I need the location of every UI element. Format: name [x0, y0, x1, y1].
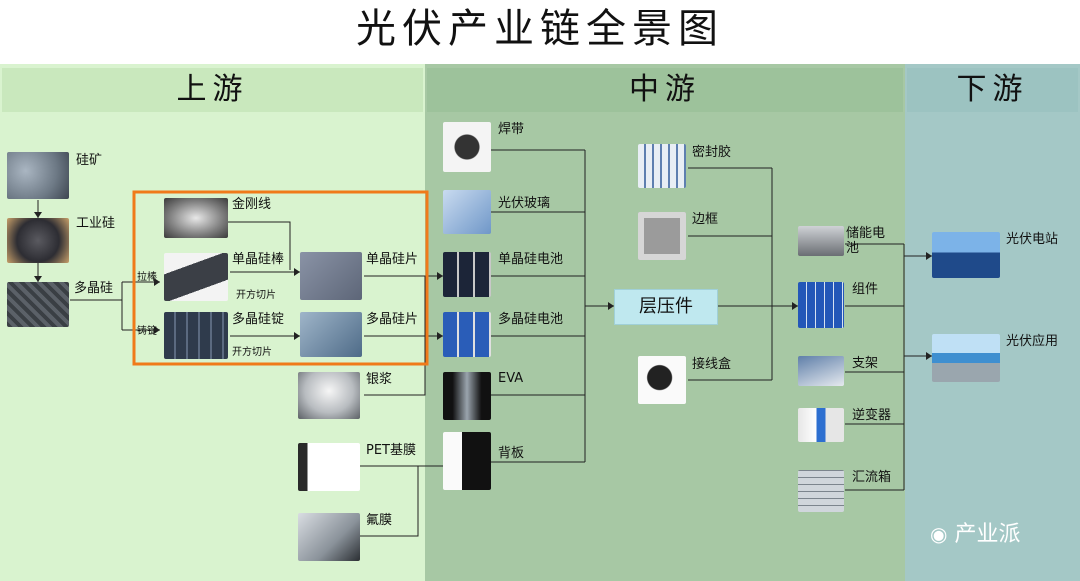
sealant-label: 密封胶 — [692, 145, 732, 160]
combiner-box-image — [798, 470, 844, 512]
upstream-header: 上游 — [2, 68, 423, 112]
ribbon-label: 焊带 — [498, 122, 525, 137]
pet-film-label: PET基膜 — [366, 443, 416, 458]
eva-image — [443, 372, 491, 420]
mono-wafer-image — [300, 252, 362, 300]
poly-wafer-label: 多晶硅片 — [366, 312, 419, 327]
midstream-header: 中游 — [427, 68, 903, 112]
backsheet-image — [443, 432, 491, 490]
combiner-box-label: 汇流箱 — [852, 470, 892, 485]
inverter-image — [798, 408, 844, 442]
downstream-zone — [905, 64, 1080, 581]
module-image — [798, 282, 844, 328]
junction-box-image — [638, 356, 686, 404]
diamond-wire-label: 金刚线 — [232, 197, 272, 212]
pull-rod-label: 拉棒 — [137, 272, 157, 283]
silicon-ore-label: 硅矿 — [76, 153, 103, 168]
pv-application-label: 光伏应用 — [1006, 334, 1059, 349]
frame-image — [638, 212, 686, 260]
junction-box-label: 接线盒 — [692, 357, 732, 372]
polysilicon-image — [7, 282, 69, 327]
silver-paste-label: 银浆 — [366, 372, 393, 387]
eva-label: EVA — [498, 371, 524, 386]
backsheet-label: 背板 — [498, 446, 525, 461]
highlight-box — [132, 190, 429, 366]
pv-station-label: 光伏电站 — [1006, 232, 1059, 247]
sealant-image — [638, 144, 686, 188]
industrial-silicon-image — [7, 218, 69, 263]
industrial-silicon-label: 工业硅 — [76, 216, 116, 231]
cut-label-2: 开方切片 — [232, 347, 272, 358]
diamond-wire-image — [164, 198, 228, 238]
mono-cell-image — [443, 252, 491, 297]
module-label: 组件 — [852, 282, 879, 297]
bracket-image — [798, 356, 844, 386]
storage-battery-label: 储能电池 — [846, 226, 886, 256]
storage-battery-image — [798, 226, 844, 256]
poly-ingot-label: 多晶硅锭 — [232, 312, 285, 327]
downstream-header: 下游 — [907, 68, 1078, 112]
silver-paste-image — [298, 372, 360, 419]
fluorine-film-label: 氟膜 — [366, 513, 393, 528]
pv-application-image — [932, 334, 1000, 382]
cast-ingot-label: 铸锭 — [137, 326, 157, 337]
page-title: 光伏产业链全景图 — [356, 6, 724, 52]
mono-cell-label: 单晶硅电池 — [498, 252, 564, 267]
pv-glass-image — [443, 190, 491, 234]
bracket-label: 支架 — [852, 356, 879, 371]
frame-label: 边框 — [692, 212, 719, 227]
brand-label: 产业派 — [954, 522, 1021, 547]
fluorine-film-image — [298, 513, 360, 561]
mono-wafer-label: 单晶硅片 — [366, 252, 419, 267]
mono-rod-label: 单晶硅棒 — [232, 252, 285, 267]
poly-cell-label: 多晶硅电池 — [498, 312, 564, 327]
silicon-ore-image — [7, 152, 69, 199]
inverter-label: 逆变器 — [852, 408, 892, 423]
pet-film-image — [298, 443, 360, 491]
poly-cell-image — [443, 312, 491, 357]
wechat-icon: ◉ — [930, 522, 948, 546]
poly-ingot-image — [164, 312, 228, 359]
cut-label-1: 开方切片 — [236, 290, 276, 301]
poly-wafer-image — [300, 312, 362, 357]
pv-station-image — [932, 232, 1000, 278]
pv-glass-label: 光伏玻璃 — [498, 196, 551, 211]
ribbon-image — [443, 122, 491, 172]
brand-watermark: ◉ 产业派 — [930, 516, 1020, 548]
lamination-node: 层压件 — [614, 289, 718, 325]
polysilicon-label: 多晶硅 — [74, 281, 114, 296]
mono-rod-image — [164, 253, 228, 301]
